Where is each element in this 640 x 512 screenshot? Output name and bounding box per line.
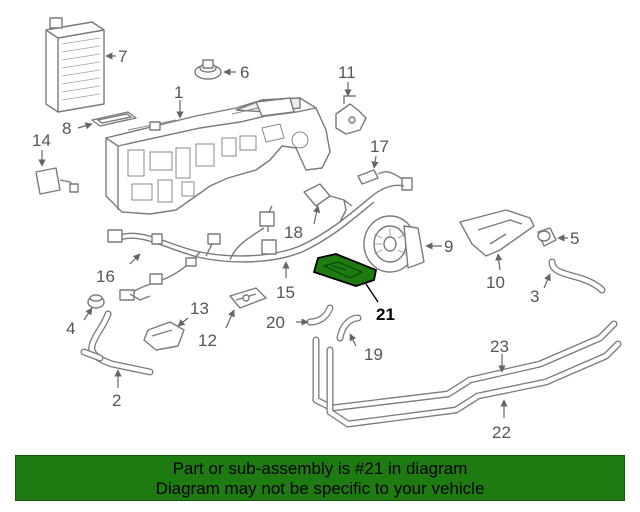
parts-diagram: 7 6 8 1 — [32, 17, 622, 442]
callout-14: 14 — [32, 131, 51, 150]
callout-6: 6 — [240, 63, 249, 82]
part-23-pipe[interactable] — [312, 320, 618, 412]
part-19-hose[interactable] — [336, 314, 362, 342]
callout-7: 7 — [118, 47, 127, 66]
callout-9: 9 — [444, 237, 453, 256]
part-7-heater-core[interactable] — [45, 17, 105, 113]
vehicle-fit-notice-banner: Part or sub-assembly is #21 in diagram D… — [15, 455, 625, 501]
part-9-blower-motor[interactable] — [363, 215, 425, 273]
part-12-module[interactable] — [229, 287, 267, 309]
callout-3: 3 — [530, 287, 539, 306]
callout-23: 23 — [490, 337, 509, 356]
callout-11: 11 — [338, 63, 356, 82]
callout-15: 15 — [276, 283, 295, 302]
part-10-cover[interactable] — [459, 209, 535, 257]
callout-5: 5 — [570, 229, 579, 248]
part-20-hose[interactable] — [306, 304, 334, 326]
part-3-hose[interactable] — [548, 258, 606, 294]
callout-22: 22 — [492, 423, 511, 442]
part-4-cap[interactable] — [87, 294, 105, 309]
part-6-grommet[interactable] — [194, 59, 222, 80]
part-11-bracket[interactable] — [335, 95, 367, 135]
part-22-pipe[interactable] — [326, 340, 622, 428]
part-17-sensor[interactable] — [357, 169, 413, 191]
part-15-16-wiring-harness[interactable] — [107, 184, 405, 301]
callout-16: 16 — [96, 267, 115, 286]
banner-line-1: Part or sub-assembly is #21 in diagram — [172, 459, 468, 478]
callout-1: 1 — [174, 83, 183, 102]
part-5-valve[interactable] — [537, 227, 557, 247]
banner-line-2: Diagram may not be specific to your vehi… — [155, 479, 485, 498]
callout-10: 10 — [486, 273, 505, 292]
part-8-seal[interactable] — [91, 111, 137, 127]
part-14-switch[interactable] — [35, 167, 79, 195]
part-13-relay[interactable] — [143, 321, 185, 351]
callout-18: 18 — [284, 223, 303, 242]
part-21-highlighted[interactable] — [312, 253, 378, 287]
callout-12: 12 — [198, 331, 217, 350]
part-1-heater-case[interactable] — [105, 97, 331, 215]
callout-4: 4 — [66, 319, 75, 338]
callout-19: 19 — [364, 345, 383, 364]
callout-20: 20 — [266, 313, 285, 332]
callout-13: 13 — [190, 299, 209, 318]
callout-17: 17 — [370, 137, 389, 156]
callout-2: 2 — [112, 391, 121, 410]
callout-8: 8 — [62, 119, 71, 138]
callout-21: 21 — [376, 305, 395, 324]
part-2-hose[interactable] — [80, 310, 154, 376]
